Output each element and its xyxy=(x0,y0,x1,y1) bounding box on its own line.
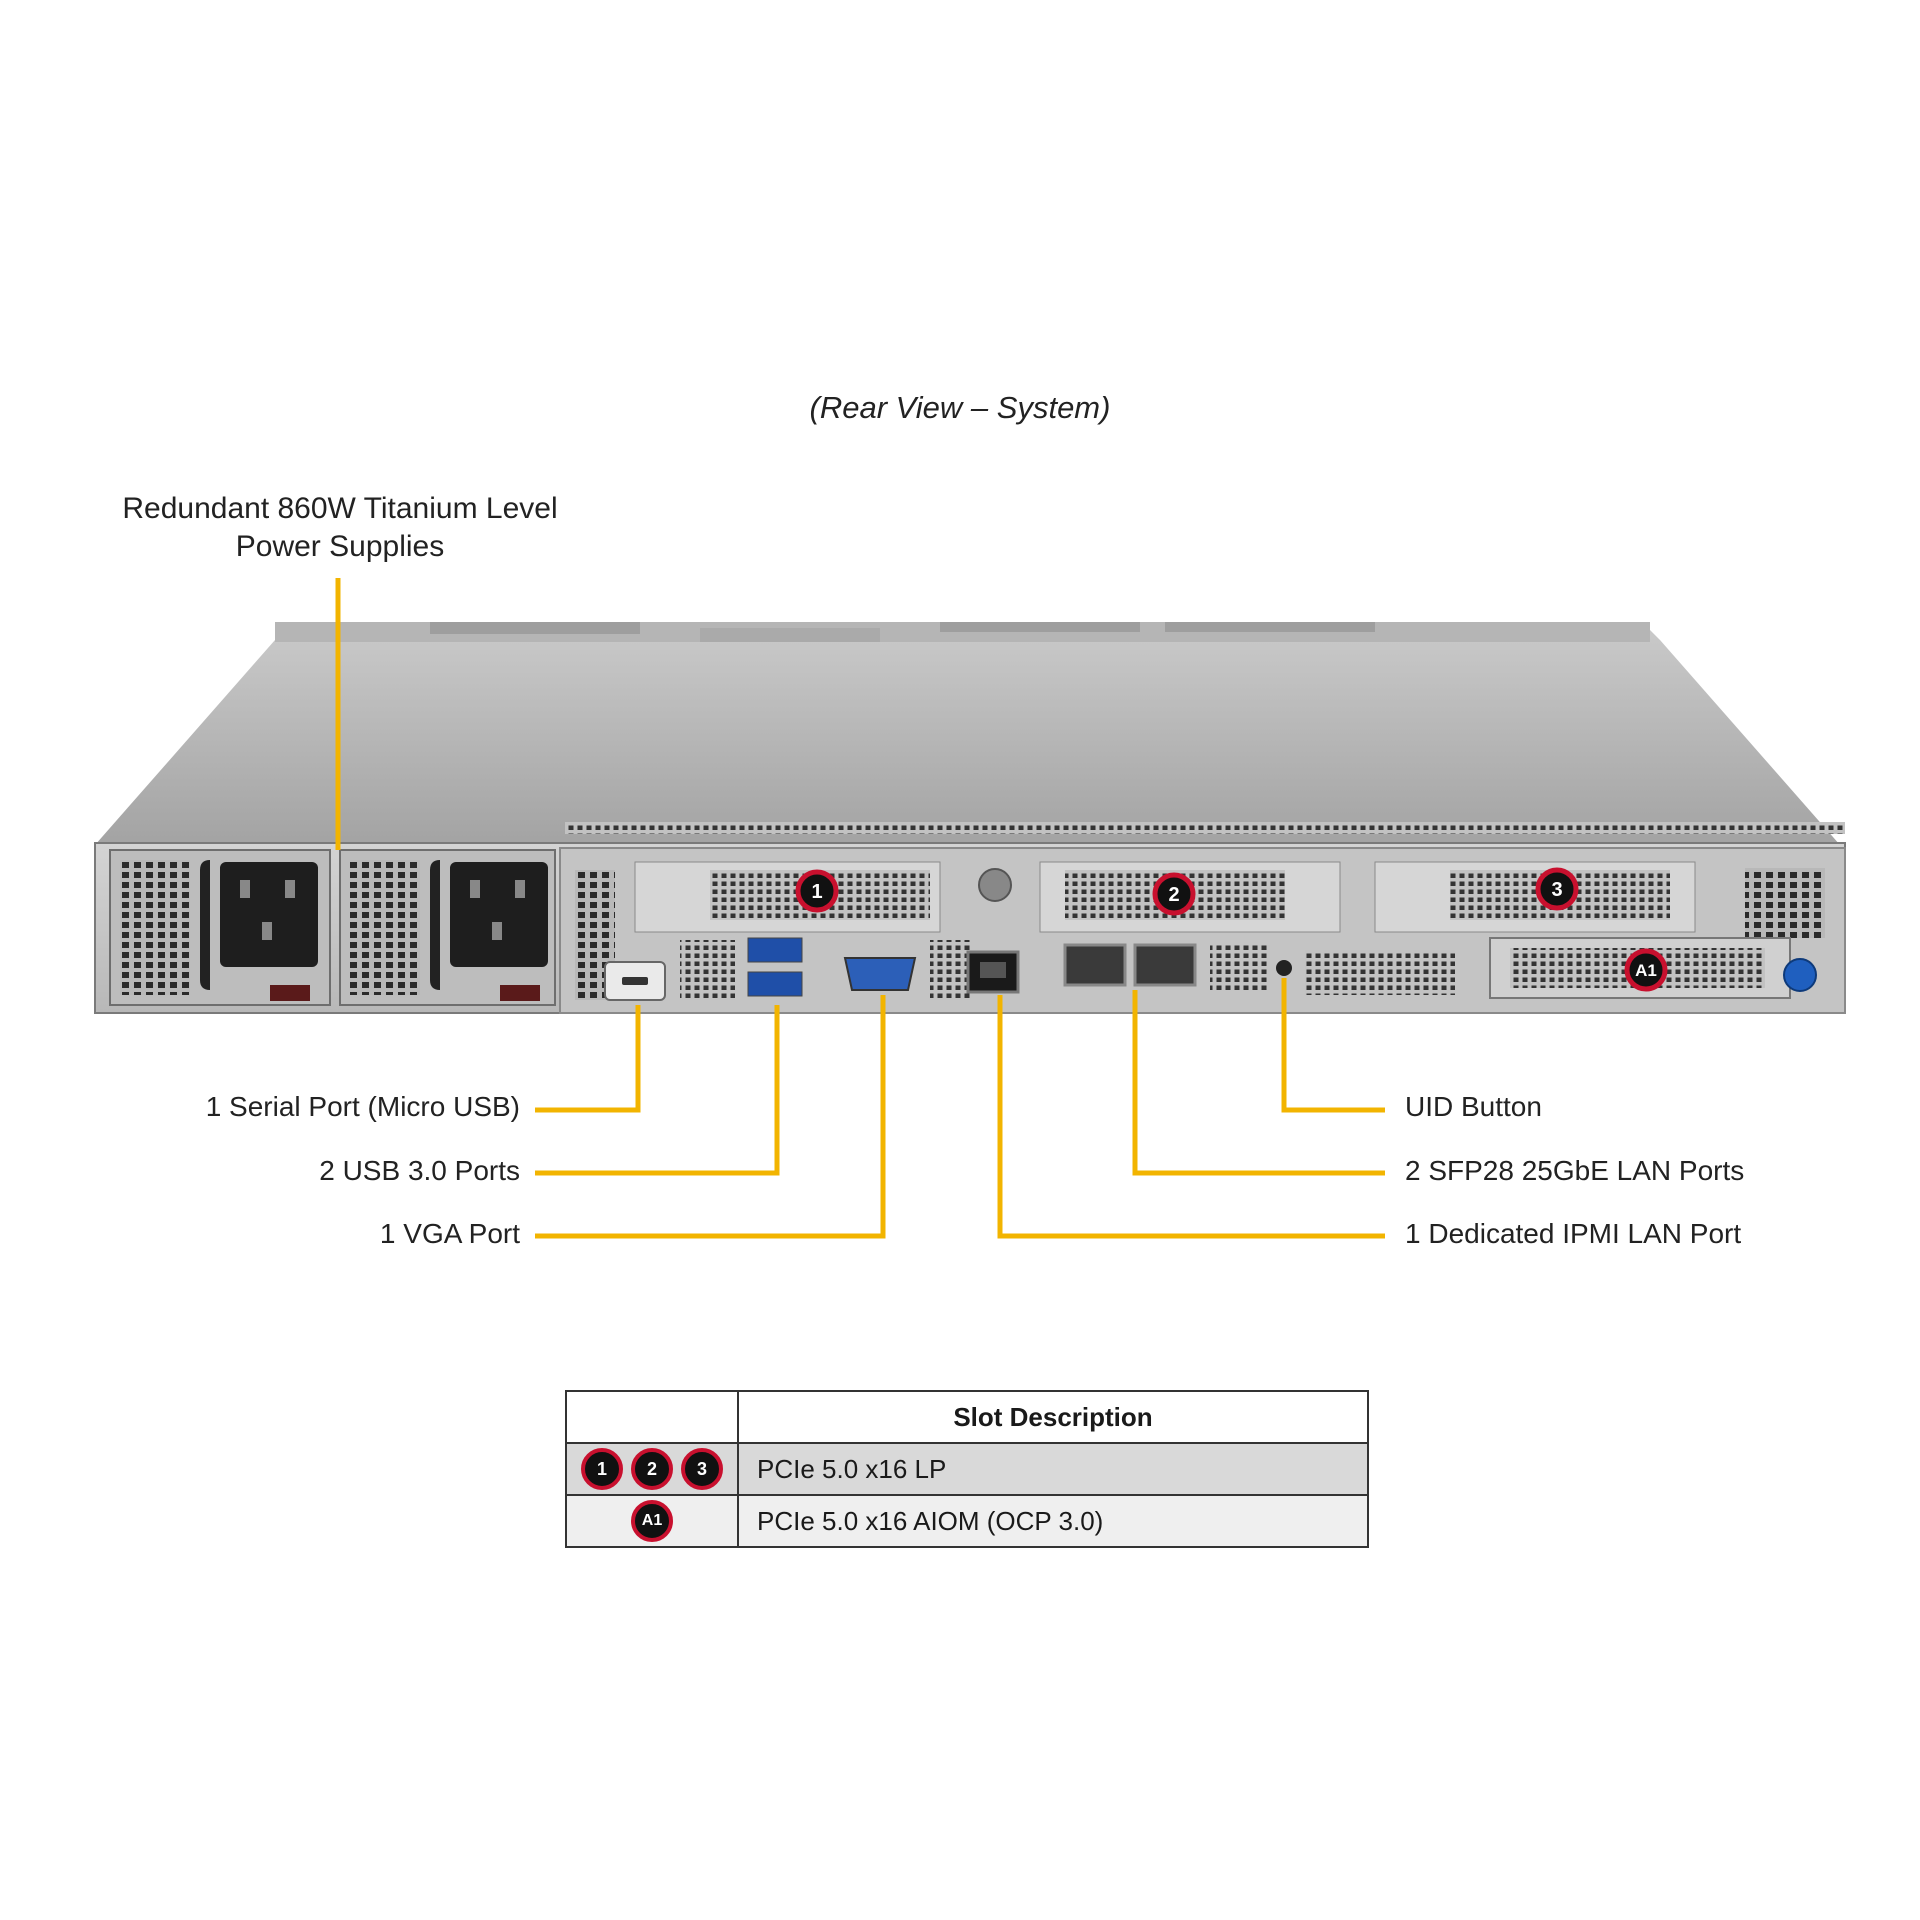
callout-uid-button: UID Button xyxy=(1405,1091,1542,1122)
table-header-blank xyxy=(565,1390,739,1444)
slot-marker-2-label: 2 xyxy=(1168,884,1179,906)
callout-vga-port: 1 VGA Port xyxy=(379,1218,520,1249)
pcie-slot-3 xyxy=(1374,861,1696,933)
usb-port-1 xyxy=(747,937,803,963)
thumbscrew-blue-icon xyxy=(1783,958,1817,992)
chassis-top xyxy=(95,622,1845,845)
table-row: A1 PCIe 5.0 x16 AIOM (OCP 3.0) xyxy=(565,1494,1369,1548)
table-row-description: PCIe 5.0 x16 AIOM (OCP 3.0) xyxy=(737,1494,1369,1548)
psu-label-line2: Power Supplies xyxy=(235,530,445,563)
sfp28-port-2 xyxy=(1133,943,1197,987)
leader-sfp xyxy=(1132,990,1385,1176)
figure-caption: (Rear View – System) xyxy=(809,390,1111,425)
slot-marker-a1: A1 xyxy=(1624,948,1668,992)
thumbscrew-icon xyxy=(978,868,1012,902)
rear-vent-right xyxy=(1745,868,1825,938)
leader-serial xyxy=(535,1005,641,1113)
slot-marker-1-label: 1 xyxy=(811,881,822,903)
slot-badge-a1: A1 xyxy=(631,1500,673,1542)
table-row-badges: A1 xyxy=(565,1494,739,1548)
psu-label: Redundant 860W Titanium Level Power Supp… xyxy=(60,490,620,566)
slot-badge-3: 3 xyxy=(681,1448,723,1490)
sfp28-port-1 xyxy=(1063,943,1127,987)
table-row-description: PCIe 5.0 x16 LP xyxy=(737,1442,1369,1496)
callout-sfp-ports: 2 SFP28 25GbE LAN Ports xyxy=(1405,1155,1745,1186)
slot-badge-2: 2 xyxy=(631,1448,673,1490)
slot-marker-1: 1 xyxy=(795,869,839,913)
leader-ipmi xyxy=(997,995,1385,1239)
pcie-slot-1 xyxy=(634,861,941,933)
uid-button xyxy=(1276,960,1292,976)
psu-label-line1: Redundant 860W Titanium Level xyxy=(122,492,558,525)
slot-marker-3: 3 xyxy=(1535,867,1579,911)
slot-badge-1: 1 xyxy=(581,1448,623,1490)
callout-ipmi-port: 1 Dedicated IPMI LAN Port xyxy=(1405,1218,1742,1249)
leader-usb xyxy=(535,1005,780,1176)
table-header-slot-description: Slot Description xyxy=(737,1390,1369,1444)
usb-port-2 xyxy=(747,971,803,997)
callout-serial-port: 1 Serial Port (Micro USB) xyxy=(205,1091,520,1122)
leader-lines xyxy=(335,578,1385,1239)
leader-uid xyxy=(1281,978,1385,1113)
leader-vga xyxy=(535,995,886,1239)
vga-port xyxy=(843,957,917,991)
power-supply-2 xyxy=(339,849,556,1006)
power-supply-1 xyxy=(109,849,331,1006)
slot-marker-3-label: 3 xyxy=(1551,879,1562,901)
slot-marker-a1-label: A1 xyxy=(1635,961,1657,980)
slot-marker-2: 2 xyxy=(1152,872,1196,916)
callout-usb-ports: 2 USB 3.0 Ports xyxy=(319,1155,520,1186)
